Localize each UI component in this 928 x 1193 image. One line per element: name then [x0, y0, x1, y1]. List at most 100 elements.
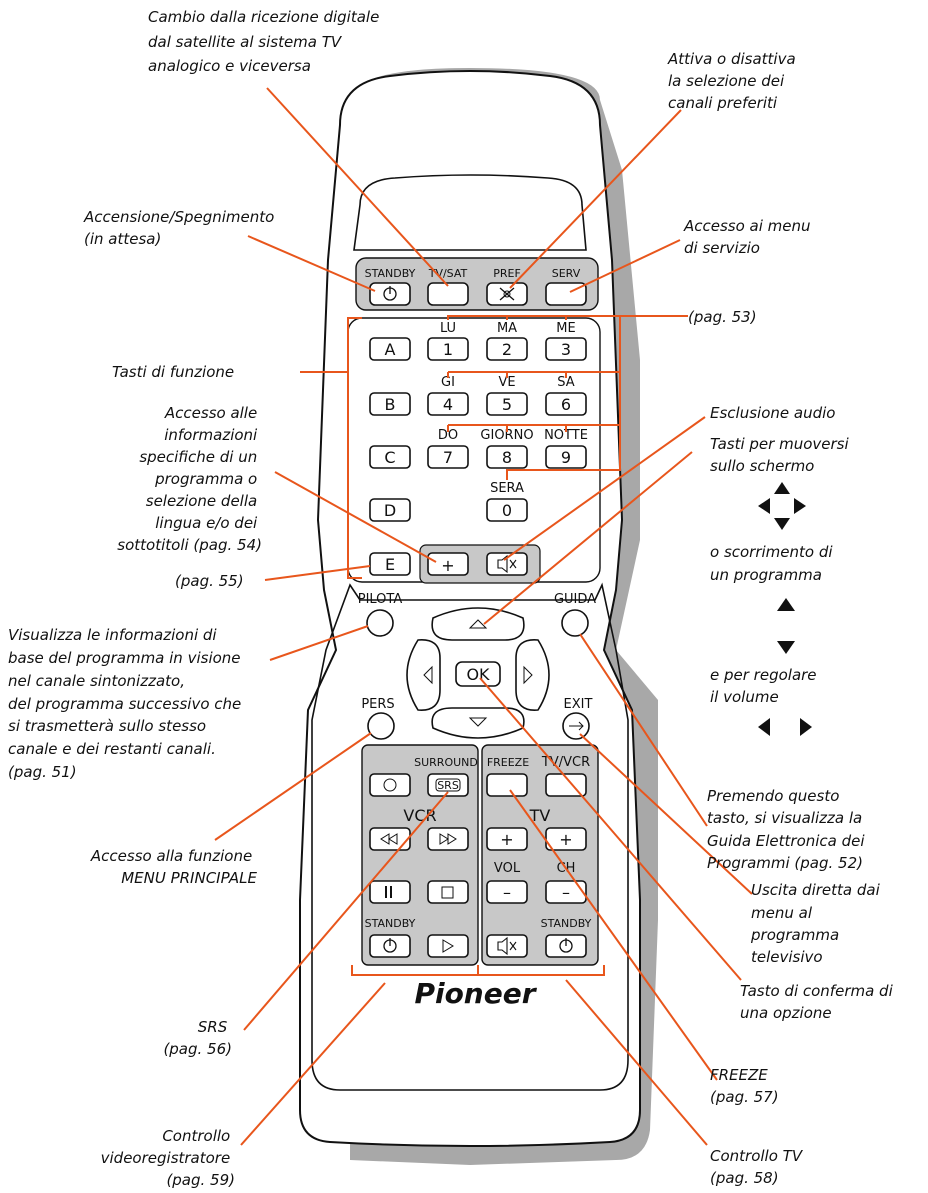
- pilota-label: PILOTA: [358, 592, 403, 607]
- remote-face-lower: [311, 582, 629, 1091]
- annotation-pref: Attiva o disattiva la selezione dei cana…: [667, 50, 800, 112]
- annotation-pag53: (pag. 53): [688, 308, 757, 326]
- vcr-play-button[interactable]: [427, 934, 469, 958]
- freeze-button[interactable]: [486, 773, 528, 797]
- svg-text:+: +: [441, 556, 454, 575]
- svg-text:B: B: [385, 395, 396, 414]
- label-me: ME: [556, 321, 575, 336]
- exit-button[interactable]: [562, 712, 590, 740]
- annotation-pers: Accesso alla funzione MENU PRINCIPALE: [90, 847, 258, 887]
- svg-text:C: C: [384, 448, 395, 467]
- tv-ch-up-button[interactable]: +: [545, 827, 587, 851]
- guida-button[interactable]: [561, 609, 589, 637]
- annotation-srs: SRS (pag. 56): [163, 1018, 232, 1058]
- standby-label: STANDBY: [365, 267, 416, 280]
- nav-down-button[interactable]: [431, 707, 525, 739]
- label-ma: MA: [497, 321, 517, 336]
- right-arrow-icon: [800, 718, 812, 736]
- key-4[interactable]: 4: [427, 392, 469, 416]
- vcr-standby-button[interactable]: [369, 934, 411, 958]
- annotation-volume: e per regolare il volume: [710, 666, 821, 706]
- svg-text:3: 3: [561, 340, 571, 359]
- pref-label: PREF: [493, 267, 521, 280]
- svg-text:E: E: [385, 555, 395, 574]
- annotation-info: Accesso alle informazioni specifiche di …: [117, 404, 262, 554]
- key-1[interactable]: 1: [427, 337, 469, 361]
- annotation-funzione: Tasti di funzione: [112, 363, 234, 381]
- srs-button[interactable]: SRS: [427, 773, 469, 797]
- tv-ch-down-button[interactable]: –: [545, 880, 587, 904]
- svg-text:+: +: [500, 830, 513, 849]
- annotation-standby: Accensione/Spegnimento (in attesa): [83, 208, 279, 248]
- vcr-title: VCR: [403, 806, 436, 825]
- annotation-tvsat: Cambio dalla ricezione digitale dal sate…: [148, 8, 384, 75]
- svg-text:7: 7: [443, 448, 453, 467]
- button-c[interactable]: C: [369, 445, 411, 469]
- button-e[interactable]: E: [369, 552, 411, 576]
- info-plus-button[interactable]: +: [427, 552, 469, 576]
- svg-text:OK: OK: [466, 665, 490, 684]
- svg-text:–: –: [503, 883, 511, 902]
- svg-text:5: 5: [502, 395, 512, 414]
- key-6[interactable]: 6: [545, 392, 587, 416]
- pers-button[interactable]: [367, 712, 395, 740]
- guida-label: GUIDA: [554, 592, 596, 607]
- nav-left-button[interactable]: [406, 639, 441, 711]
- annotation-nav: Tasti per muoversi sullo schermo: [710, 435, 853, 475]
- serv-label: SERV: [552, 267, 581, 280]
- surround-label: SURROUND: [414, 756, 478, 769]
- pilota-button[interactable]: [366, 609, 394, 637]
- svg-text:+: +: [559, 830, 572, 849]
- svg-text:9: 9: [561, 448, 571, 467]
- standby-button[interactable]: [369, 282, 411, 306]
- svg-text:A: A: [385, 340, 396, 359]
- nav-up-button[interactable]: [431, 607, 525, 641]
- circle-icon: [383, 778, 397, 792]
- exit-icon: [569, 721, 584, 731]
- svg-text:8: 8: [502, 448, 512, 467]
- key-9[interactable]: 9: [545, 445, 587, 469]
- svg-text:D: D: [384, 501, 396, 520]
- button-a[interactable]: A: [369, 337, 411, 361]
- left-arrow-icon: [423, 665, 433, 685]
- stop-icon: [441, 886, 454, 899]
- button-b[interactable]: B: [369, 392, 411, 416]
- tv-standby-button[interactable]: [545, 934, 587, 958]
- annotation-serv: Accesso ai menu di servizio: [683, 217, 815, 257]
- button-d[interactable]: D: [369, 498, 411, 522]
- vcr-pause-button[interactable]: [369, 880, 411, 904]
- tvsat-label: TV/SAT: [428, 267, 468, 280]
- tv-vol-down-button[interactable]: –: [486, 880, 528, 904]
- key-7[interactable]: 7: [427, 445, 469, 469]
- vcr-standby-label: STANDBY: [365, 917, 416, 930]
- key-0[interactable]: 0: [486, 498, 528, 522]
- tv-standby-label: STANDBY: [541, 917, 592, 930]
- key-8[interactable]: 8: [486, 445, 528, 469]
- brand-logo: Pioneer: [414, 977, 537, 1010]
- ok-button[interactable]: OK: [455, 661, 501, 687]
- circle-button[interactable]: [369, 773, 411, 797]
- tv-vol-up-button[interactable]: +: [486, 827, 528, 851]
- vcr-rewind-button[interactable]: [369, 827, 411, 851]
- left-arrow-icon: [758, 718, 770, 736]
- annotation-mute: Esclusione audio: [710, 404, 835, 422]
- tv-mute-button[interactable]: [486, 934, 528, 958]
- annotation-vcr: Controllo videoregistratore (pag. 59): [101, 1127, 235, 1189]
- pref-icon: [499, 287, 515, 301]
- key-3[interactable]: 3: [545, 337, 587, 361]
- mute-button[interactable]: [486, 552, 528, 576]
- key-5[interactable]: 5: [486, 392, 528, 416]
- annotation-tv: Controllo TV (pag. 58): [710, 1147, 807, 1187]
- top-panel: [355, 257, 599, 311]
- label-ve: VE: [498, 375, 515, 390]
- tvsat-button[interactable]: [427, 282, 469, 306]
- rewind-icon: [380, 833, 398, 845]
- key-2[interactable]: 2: [486, 337, 528, 361]
- nav-right-button[interactable]: [515, 639, 550, 711]
- pref-button[interactable]: [486, 282, 528, 306]
- svg-text:1: 1: [443, 340, 453, 359]
- vcr-fastforward-button[interactable]: [427, 827, 469, 851]
- leader-lines: [214, 87, 753, 1146]
- label-lu: LU: [440, 321, 456, 336]
- vcr-stop-button[interactable]: [427, 880, 469, 904]
